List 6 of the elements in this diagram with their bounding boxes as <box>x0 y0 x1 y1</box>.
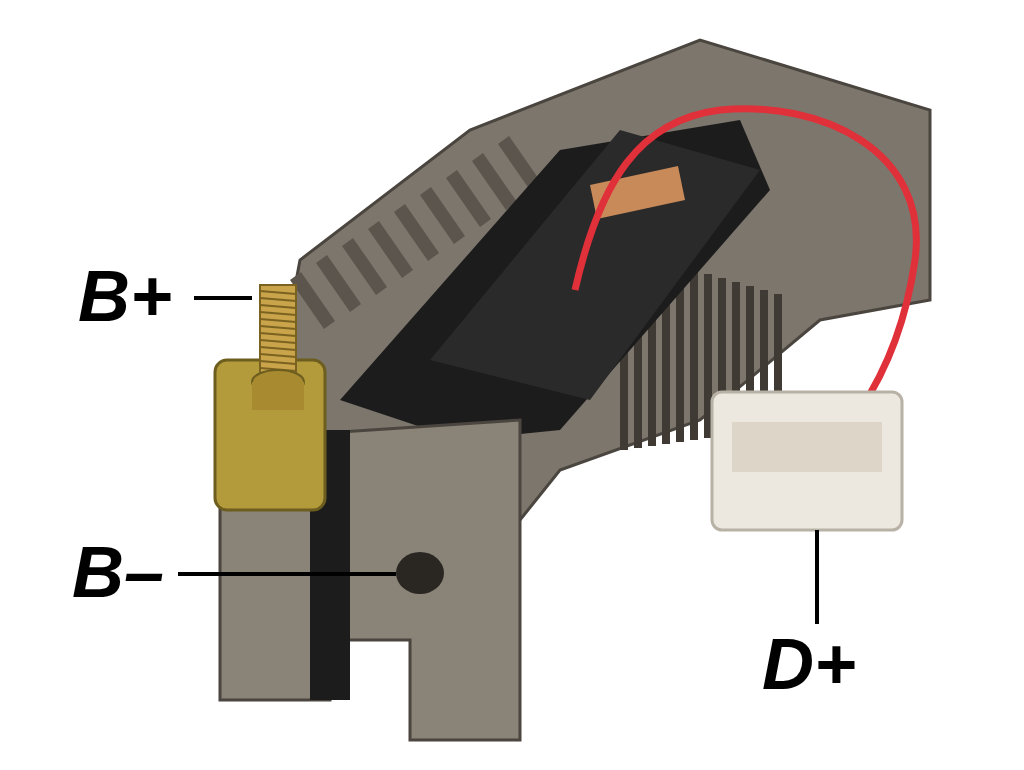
leader-line <box>178 572 396 576</box>
terminal-label: B+ <box>78 260 188 336</box>
terminal-label: B– <box>72 536 172 612</box>
terminal-label: D+ <box>762 628 872 704</box>
leader-line <box>815 530 819 624</box>
leader-line <box>194 296 252 300</box>
